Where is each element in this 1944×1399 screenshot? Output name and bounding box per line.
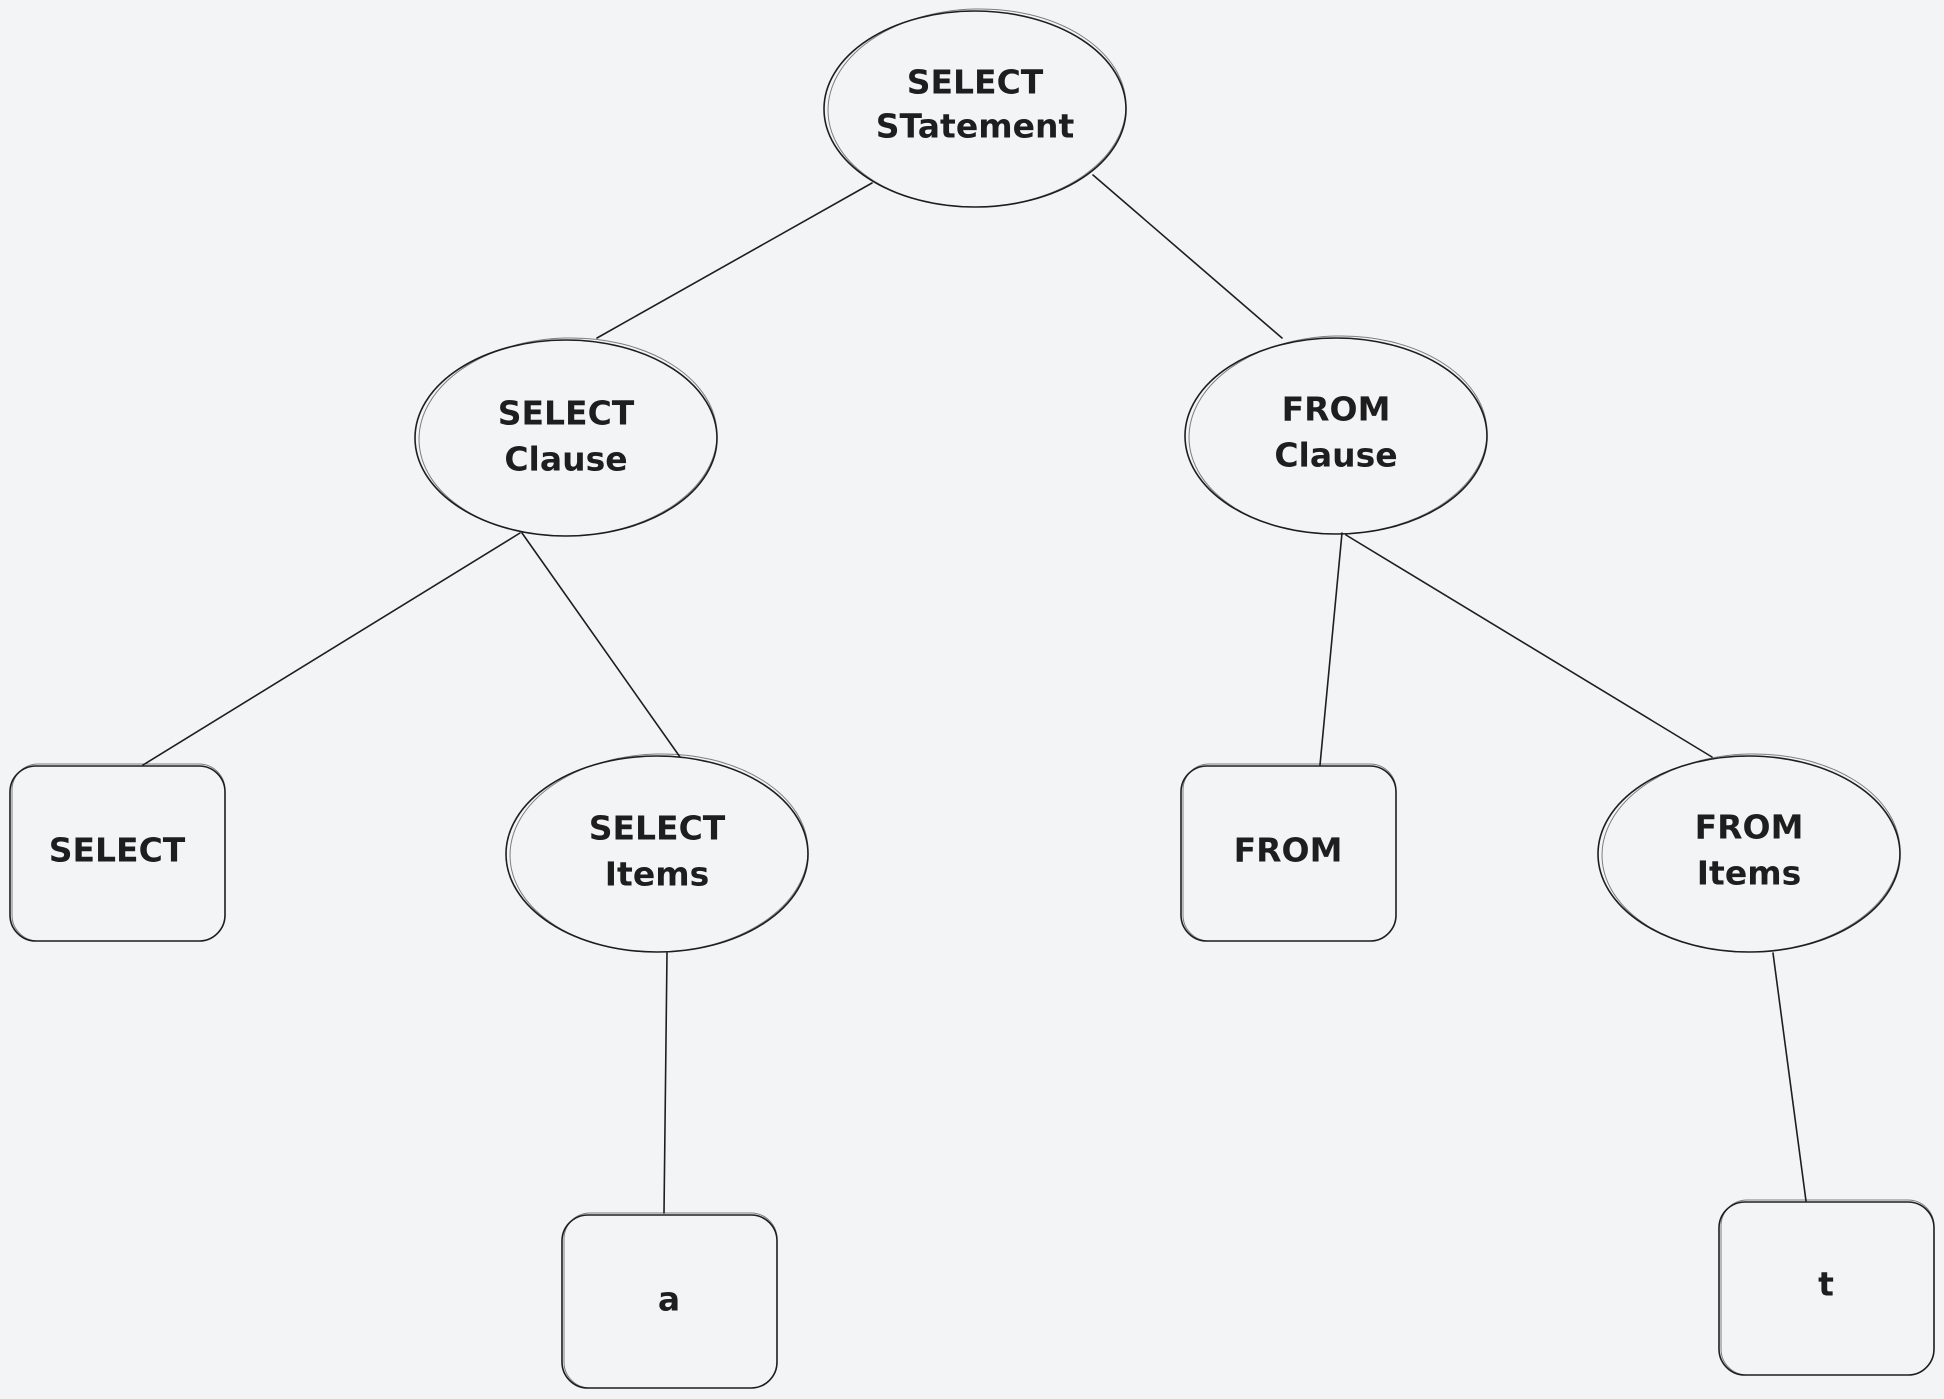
node-label-line: STatement — [876, 107, 1075, 146]
node-label-line: Clause — [504, 440, 627, 479]
edge-root-select-clause — [596, 182, 873, 339]
node-label-line: SELECT — [589, 809, 726, 848]
edge-select-clause-select-kw — [142, 532, 521, 766]
edge-root-from-clause — [1092, 174, 1283, 339]
node-from-clause: FROM Clause — [1184, 335, 1488, 535]
node-leaf-a: a — [561, 1212, 778, 1389]
node-select-statement: SELECT STatement — [823, 8, 1127, 208]
node-label-line: SELECT — [907, 63, 1044, 102]
node-from-keyword: FROM — [1180, 763, 1397, 942]
node-from-items: FROM Items — [1597, 753, 1901, 953]
edge-from-clause-from-items — [1345, 534, 1713, 758]
node-label-line: SELECT — [49, 831, 186, 870]
edge-select-items-leaf-a — [663, 952, 668, 1214]
edge-select-clause-select-items — [521, 532, 681, 758]
node-label-line: FROM — [1695, 808, 1804, 847]
node-select-keyword: SELECT — [9, 763, 226, 942]
node-label-line: a — [658, 1280, 680, 1319]
node-leaf-t: t — [1718, 1199, 1935, 1376]
node-label-line: SELECT — [498, 394, 635, 433]
node-label-line: FROM — [1282, 390, 1391, 429]
node-select-clause: SELECT Clause — [414, 337, 718, 537]
node-label-line: Items — [1697, 854, 1801, 893]
edge-from-items-leaf-t — [1772, 952, 1807, 1202]
node-label-line: FROM — [1234, 831, 1343, 870]
node-label-line: t — [1818, 1265, 1834, 1304]
node-label-line: Clause — [1274, 436, 1397, 475]
node-select-items: SELECT Items — [505, 753, 809, 953]
node-label-line: Items — [605, 855, 709, 894]
tree-edges — [142, 174, 1807, 1214]
edge-from-clause-from-kw — [1319, 532, 1343, 766]
